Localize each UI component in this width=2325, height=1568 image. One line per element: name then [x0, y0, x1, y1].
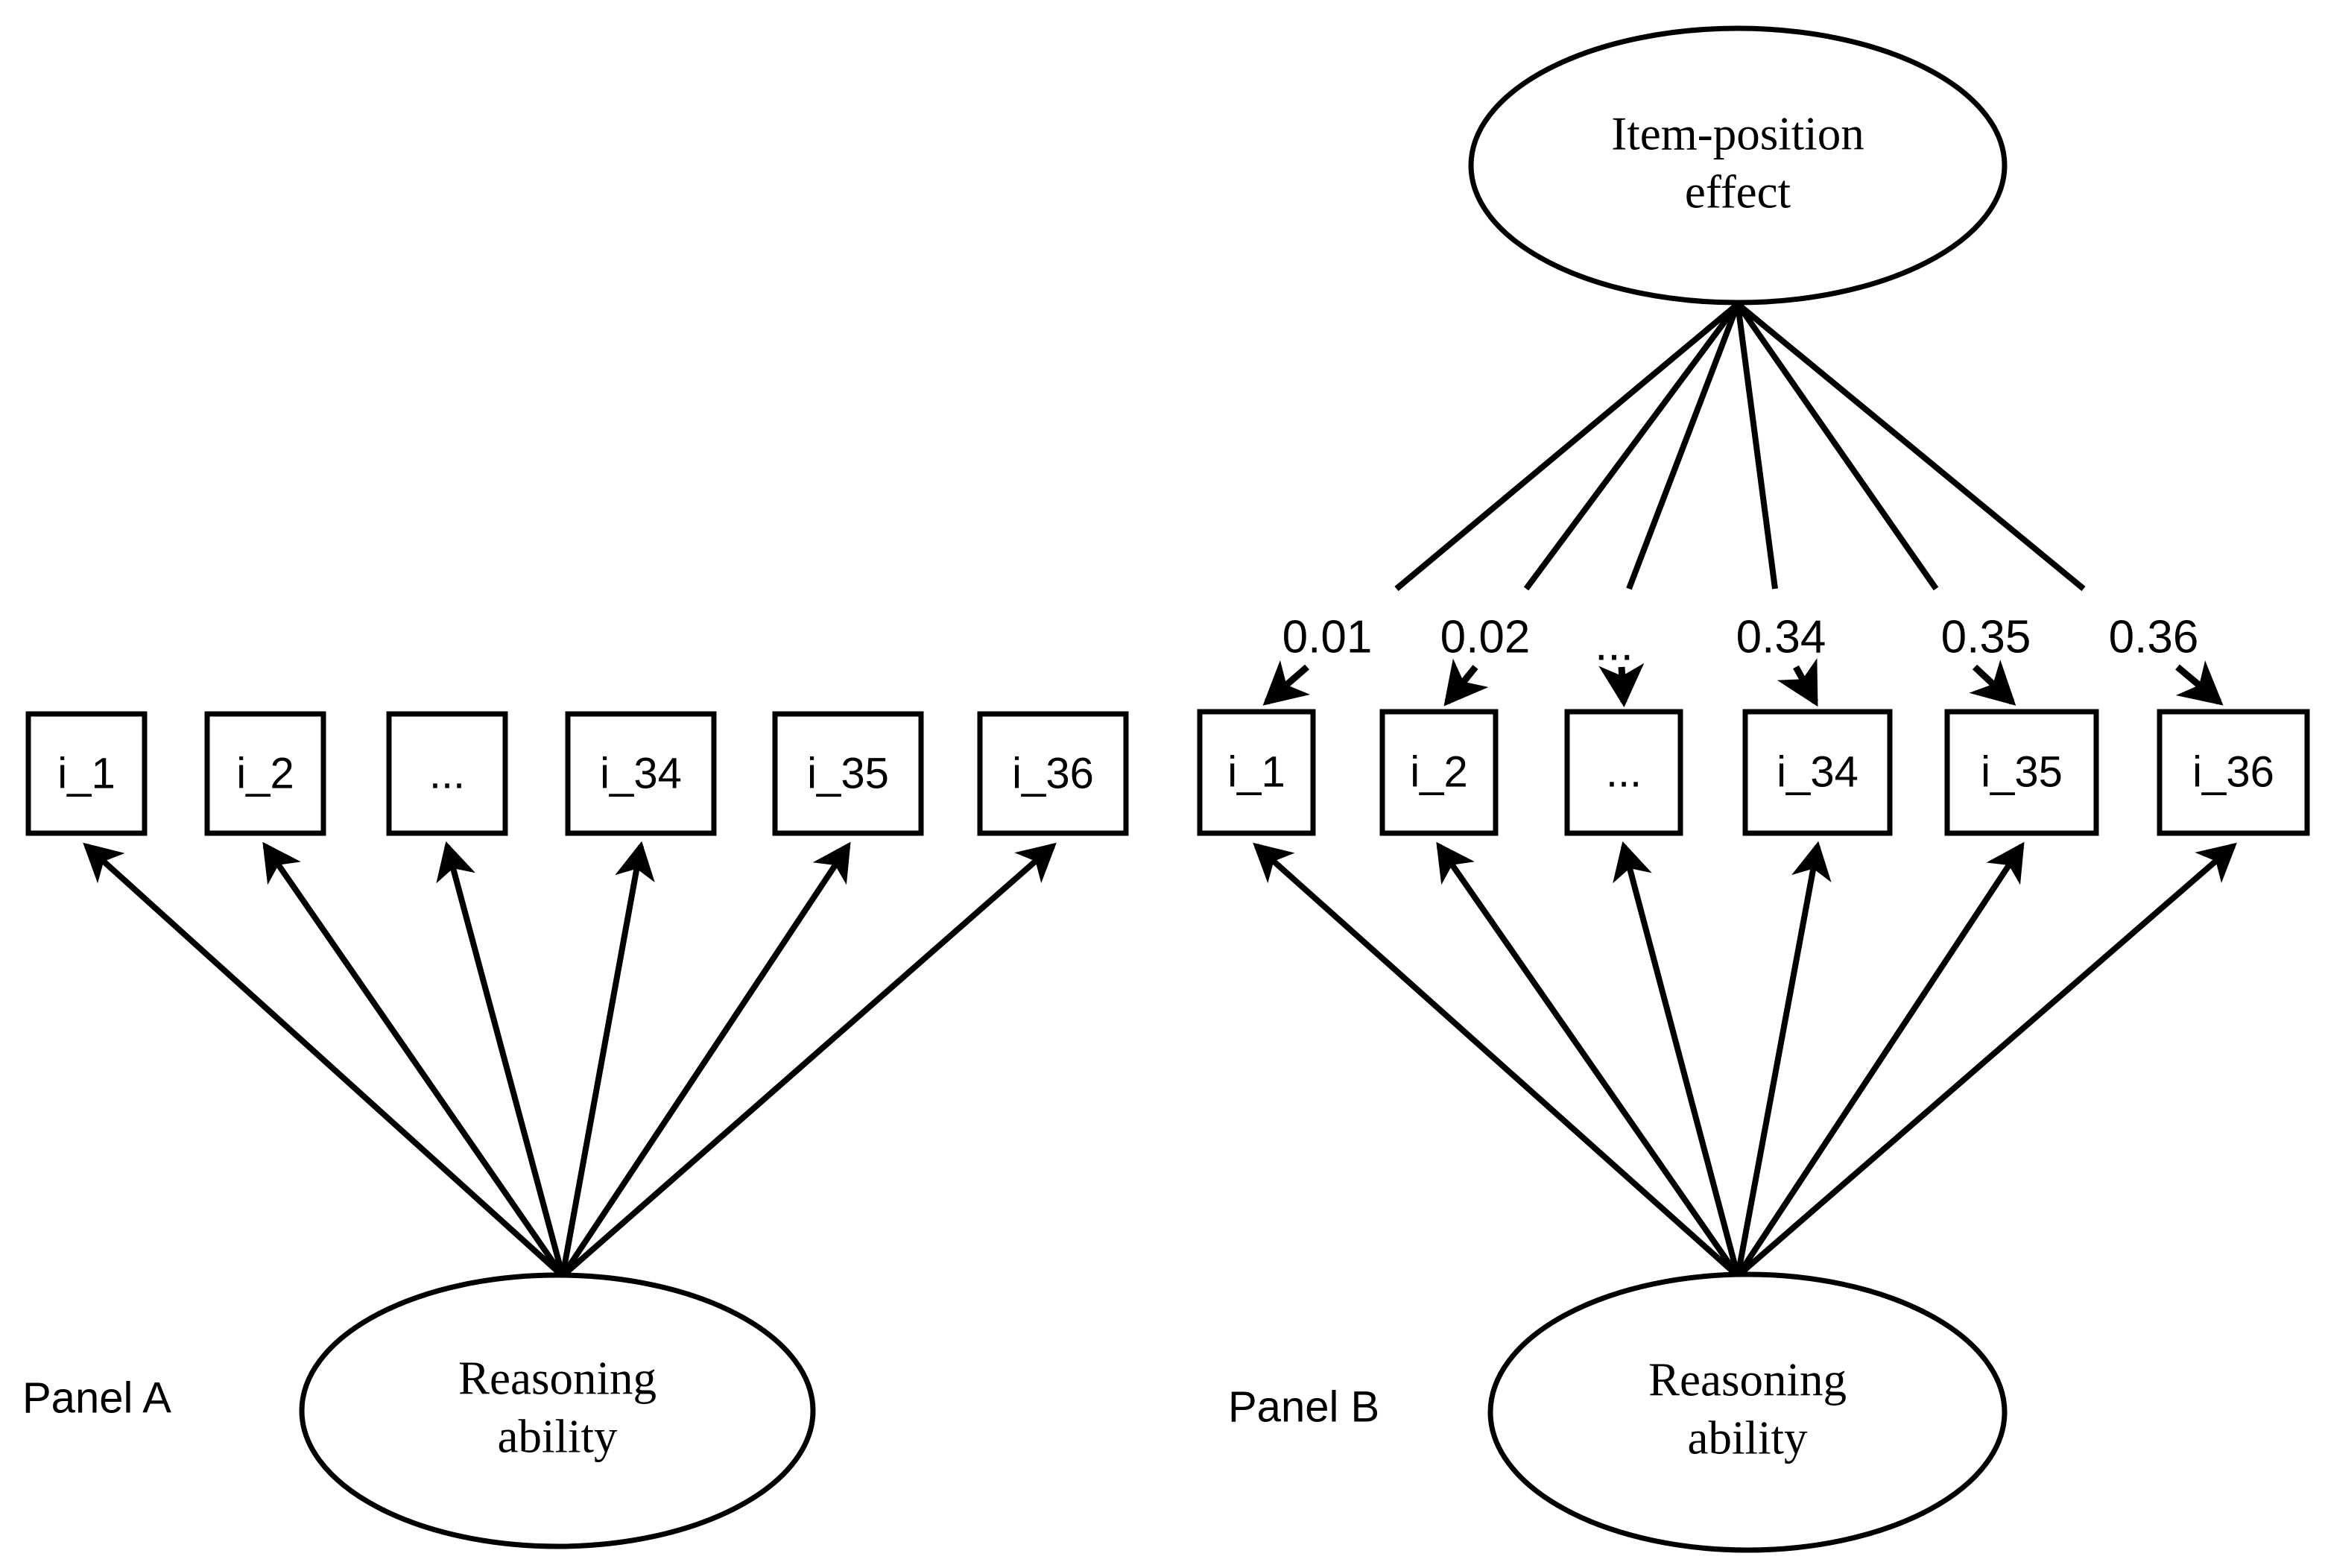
indicator-a-ellipsis[interactable]: ... [386, 711, 508, 836]
indicator-label: i_2 [1410, 747, 1467, 796]
panel-b-item-position-arrowheads [1262, 658, 2224, 708]
edge-ipe-to-b-i2-stem [1523, 302, 1741, 591]
panel-b-loading-edges [1253, 841, 2237, 1279]
edge-reasoning-b-to-b-i35 [1735, 841, 2025, 1278]
edge-ipe-to-b-i2-head [1443, 658, 1489, 706]
indicator-label: i_36 [1012, 749, 1094, 797]
indicator-b-i35[interactable]: i_35 [1944, 709, 2099, 836]
panel-a-caption: Panel A [22, 1373, 171, 1422]
edge-reasoning-b-to-b-i36 [1736, 842, 2237, 1279]
indicator-label: i_35 [1981, 747, 2063, 796]
panel-b-loading-labels: 0.01 0.02 ... 0.34 0.35 0.36 [1282, 611, 2199, 670]
indicator-a-i34[interactable]: i_34 [565, 711, 717, 836]
edge-ipe-to-b-i34-stem [1735, 303, 1778, 589]
edge-ipe-to-b-i36-head [2175, 660, 2224, 706]
indicator-a-i35[interactable]: i_35 [772, 711, 924, 836]
edge-ipe-to-b-i3-head [1598, 663, 1645, 708]
edge-reasoning-b-to-b-i3 [1613, 841, 1741, 1277]
loading-label-0.35: 0.35 [1941, 611, 2031, 663]
edge-reasoning-to-a-i35 [560, 841, 851, 1278]
edge-reasoning-b-to-b-i1 [1253, 842, 1740, 1278]
indicator-label: i_1 [1227, 747, 1285, 796]
panel-b-caption: Panel B [1228, 1382, 1379, 1431]
panel-a-group: i_1 i_2 ... i_34 i_35 [22, 711, 1129, 1549]
edge-ipe-to-b-i3-stem [1626, 303, 1741, 590]
panel-b-group: 0.01 0.02 ... 0.34 0.35 0.36 [1197, 25, 2310, 1553]
indicator-b-i2[interactable]: i_2 [1379, 709, 1499, 836]
indicator-b-i1[interactable]: i_1 [1197, 709, 1316, 836]
latent-label-line2: ability [498, 1410, 618, 1462]
edge-reasoning-b-to-b-i34 [1735, 841, 1832, 1277]
edge-ipe-to-b-i35-head [1969, 660, 2016, 706]
indicator-label: i_2 [236, 749, 294, 797]
edge-reasoning-to-a-i34 [560, 841, 655, 1277]
indicator-label: i_34 [600, 749, 682, 797]
loading-label-0.34: 0.34 [1736, 611, 1826, 663]
latent-label-line1: Reasoning [458, 1352, 657, 1404]
latent-label-line1: Item-position [1611, 107, 1864, 159]
edge-reasoning-to-a-i1 [83, 842, 565, 1278]
indicator-a-i36[interactable]: i_36 [977, 711, 1129, 836]
latent-label-line2: effect [1685, 165, 1791, 218]
latent-item-position-effect[interactable]: Item-position effect [1468, 25, 2008, 306]
panel-a-loading-edges [83, 841, 1057, 1279]
indicator-label: i_36 [2192, 747, 2274, 796]
indicator-a-i2[interactable]: i_2 [204, 711, 326, 836]
edge-reasoning-to-a-i36 [560, 842, 1057, 1279]
latent-reasoning-ability-b[interactable]: Reasoning ability [1487, 1271, 2008, 1553]
indicator-b-i34[interactable]: i_34 [1742, 709, 1893, 836]
indicator-label: i_34 [1777, 747, 1859, 796]
indicator-b-ellipsis[interactable]: ... [1564, 709, 1683, 836]
indicator-label: i_35 [807, 749, 889, 797]
loading-label-0.36: 0.36 [2109, 611, 2199, 663]
edge-reasoning-to-a-i2 [262, 841, 566, 1278]
panel-b-item-position-edges [1394, 301, 2086, 592]
edge-ipe-to-b-i34-head [1777, 658, 1818, 707]
edge-reasoning-to-a-i3 [436, 841, 566, 1277]
edge-ipe-to-b-i1-stem [1394, 301, 1740, 592]
loading-label-0.01: 0.01 [1282, 611, 1373, 663]
edge-ipe-to-b-i36-stem [1736, 301, 2086, 592]
indicator-a-i1[interactable]: i_1 [25, 711, 148, 836]
latent-label-line1: Reasoning [1648, 1353, 1847, 1406]
indicator-label: ... [429, 749, 465, 797]
indicator-label: ... [1606, 747, 1642, 796]
indicator-label: i_1 [57, 749, 115, 797]
loading-label-ellipsis: ... [1595, 619, 1633, 670]
panel-b-indicators: i_1 i_2 ... i_34 i_35 [1197, 709, 2310, 836]
edge-ipe-to-b-i35-stem [1735, 302, 1939, 591]
panel-a-indicators: i_1 i_2 ... i_34 i_35 [25, 711, 1129, 836]
loading-label-0.02: 0.02 [1440, 611, 1531, 663]
latent-reasoning-ability-a[interactable]: Reasoning ability [299, 1272, 816, 1549]
edge-ipe-to-b-i1-head [1262, 660, 1311, 706]
latent-label-line2: ability [1688, 1411, 1808, 1464]
edge-reasoning-b-to-b-i2 [1436, 841, 1741, 1278]
indicator-b-i36[interactable]: i_36 [2157, 709, 2310, 836]
